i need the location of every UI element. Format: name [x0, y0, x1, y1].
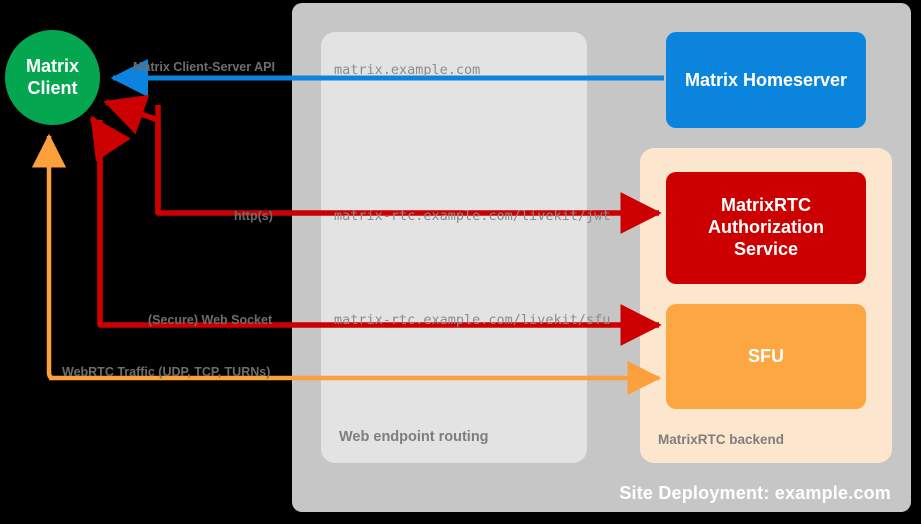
web-endpoint-routing-container: Web endpoint routing [321, 32, 587, 463]
node-matrixrtc-authorization-service[interactable]: MatrixRTC Authorization Service [666, 172, 866, 284]
matrix-homeserver-label: Matrix Homeserver [684, 69, 848, 90]
node-sfu[interactable]: SFU [666, 304, 866, 409]
endpoint-url-jwt: matrix-rtc.example.com/livekit/jwt [334, 208, 611, 224]
connection-label-sfu-websocket: (Secure) Web Socket [148, 313, 273, 327]
node-matrix-client[interactable]: Matrix Client [5, 30, 100, 125]
site-deployment-label: Site Deployment: example.com [619, 483, 891, 503]
connection-label-client-server-api: Matrix Client-Server API [133, 60, 275, 74]
authorization-label-line2: Authorization [708, 217, 824, 238]
node-matrix-homeserver[interactable]: Matrix Homeserver [666, 32, 866, 128]
authorization-label-line3: Service [733, 238, 799, 259]
connection-label-jwt-http: http(s) [234, 209, 273, 223]
web-endpoint-routing-label: Web endpoint routing [339, 429, 489, 445]
endpoint-url-sfu: matrix-rtc.example.com/livekit/sfu [334, 312, 611, 328]
connection-label-webrtc-media: WebRTC Traffic (UDP, TCP, TURNs) [62, 365, 271, 379]
matrix-client-label-line2: Client [27, 77, 78, 98]
endpoint-url-matrix: matrix.example.com [334, 62, 481, 78]
matrix-client-label-line1: Matrix [25, 55, 79, 76]
matrixrtc-backend-label: MatrixRTC backend [658, 432, 785, 447]
authorization-label-line1: MatrixRTC [720, 195, 811, 216]
sfu-label: SFU [748, 346, 784, 366]
